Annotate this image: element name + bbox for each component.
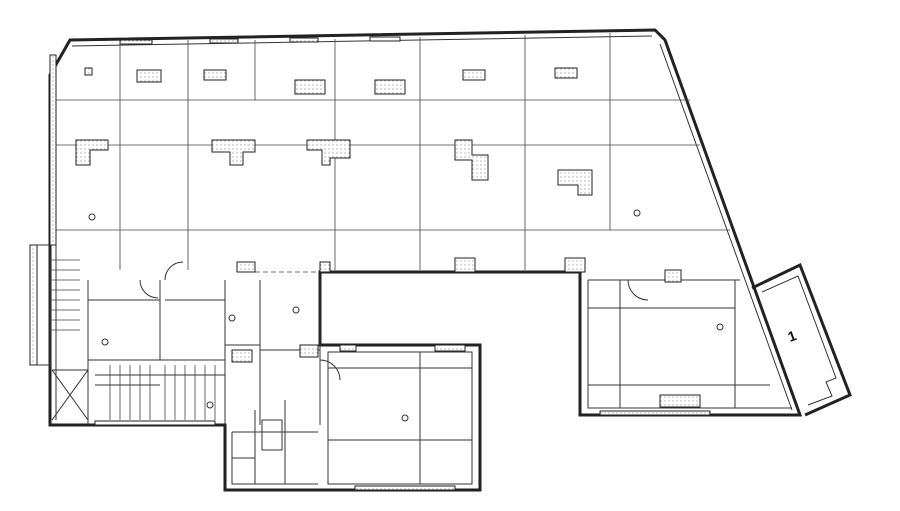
central-stair-treads — [95, 365, 225, 420]
left-stair-treads — [50, 259, 80, 331]
door-swing-middle — [319, 359, 341, 381]
outer-wall-inner-line — [55, 35, 793, 420]
annex-room-label: 1 — [786, 327, 799, 345]
room-tags — [88, 209, 724, 422]
grid-verticals — [119, 33, 611, 270]
stairwell-cross — [51, 369, 89, 421]
annex-balcony — [751, 262, 852, 417]
middle-room — [327, 351, 473, 485]
door-swing — [627, 279, 649, 301]
column-piers — [29, 54, 701, 408]
right-room-walls — [587, 279, 792, 409]
small-rooms — [231, 400, 318, 485]
window-strips — [94, 36, 711, 491]
door-swing-lower — [139, 261, 184, 299]
lower-left-rooms — [87, 280, 321, 425]
annex-inner — [761, 275, 837, 406]
